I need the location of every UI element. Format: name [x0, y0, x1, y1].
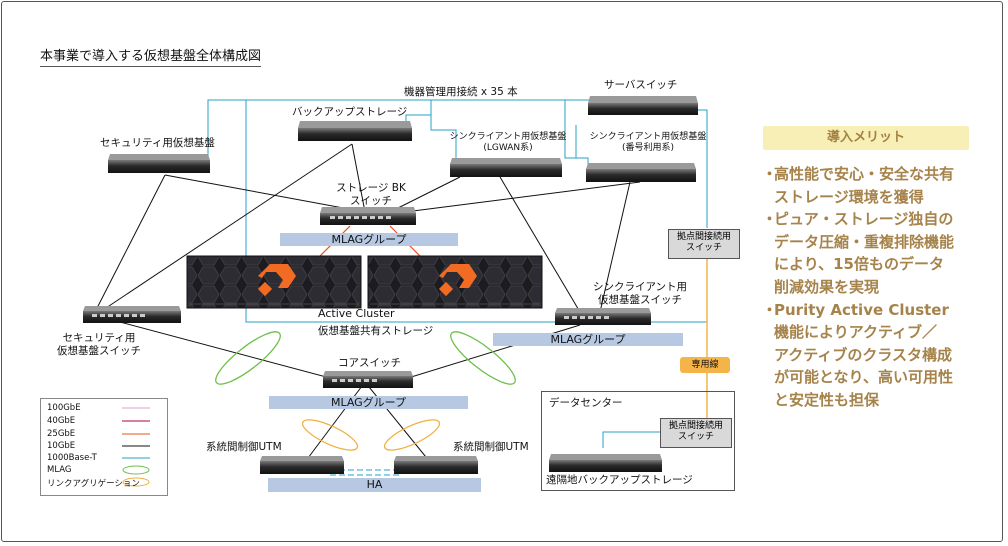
legend-mlag: MLAG [47, 465, 72, 475]
merit-line-text: ピュア・ストレージ独自の [774, 210, 954, 229]
merit-line-text: が可能となり、高い可用性 [774, 368, 953, 387]
mlag-band-thin: MLAGグループ [493, 333, 683, 346]
legend-10gbe: 10GbE [47, 441, 76, 451]
merit-line-text: ストレージ環境を獲得 [774, 187, 924, 206]
utm-left-label: 系統間制御UTM [206, 441, 282, 453]
merit-line-text: 高性能で安心・安全な共有 [774, 165, 955, 183]
shared-storage-label: 仮想基盤共有ストレージ [318, 325, 434, 337]
merit-line-text: データ圧縮・重複排除機能 [774, 232, 955, 251]
dedicated-line-label: 専用線 [680, 357, 730, 373]
device-thin-lgwan [450, 158, 562, 177]
legend-40gbe: 40GbE [47, 416, 76, 426]
thin-lgwan-label: シンクライアント用仮想基盤 (LGWAN系) [449, 132, 567, 154]
security-vm-label: セキュリティ用仮想基盤 [100, 137, 215, 149]
merit-line: と安定性も担保 [762, 389, 997, 412]
merit-line: が可能となり、高い可用性 [762, 366, 997, 389]
thin-number-label: シンクライアント用仮想基盤 (番号利用系) [589, 132, 707, 154]
datacenter-label: データセンター [549, 397, 623, 409]
device-backup-storage [298, 121, 412, 141]
device-utm-right [394, 456, 478, 474]
data-lines-10gbe [94, 143, 641, 463]
device-security-switch [83, 306, 181, 323]
site-switch-dc-box: 拠点間接続用 スイッチ [660, 418, 732, 448]
merit-line-text: と安定性も担保 [774, 390, 880, 409]
device-remote-backup [549, 454, 662, 472]
utm-right-label: 系統間制御UTM [453, 441, 529, 453]
device-server-switch [588, 96, 698, 115]
legend-swatches [122, 407, 150, 487]
device-core-switch [323, 371, 413, 388]
thin-switch-label: シンクライアント用 仮想基盤スイッチ [592, 281, 688, 307]
merit-line-text: により、15倍ものデータ [774, 255, 944, 274]
merit-line: ・高性能で安心・安全な共有 [762, 163, 997, 186]
device-thin-switch [555, 308, 651, 325]
mlag-band-storage: MLAGグループ [280, 233, 458, 246]
mgmt-label: 機器管理用接続 x 35 本 [404, 86, 518, 98]
merit-line-text: 削減効果を実現 [774, 277, 880, 296]
ha-band: HA [268, 478, 481, 492]
merit-line-text: アクティブのクラスタ構成 [774, 345, 953, 364]
merit-line-text: 機能によりアクティブ／ [774, 323, 938, 342]
merit-line: により、15倍ものデータ [762, 253, 997, 276]
device-security-vm [108, 154, 210, 173]
link-aggregation-ellipses [301, 419, 441, 451]
site-switch-box: 拠点間接続用 スイッチ [668, 229, 740, 259]
storage-array-right [367, 255, 543, 309]
core-switch-label: コアスイッチ [338, 357, 401, 369]
mlag-band-core: MLAGグループ [269, 396, 468, 409]
merit-line: 削減効果を実現 [762, 276, 997, 299]
merit-title: 導入メリット [763, 126, 969, 150]
server-switch-label: サーバスイッチ [604, 79, 678, 91]
legend-link-aggregation: リンクアグリゲーション [47, 479, 140, 489]
bullet-icon: ・ [762, 165, 778, 183]
remote-backup-label: 遠隔地バックアップストレージ [546, 474, 693, 486]
backup-storage-label: バックアップストレージ [292, 106, 408, 118]
device-thin-number [586, 163, 696, 182]
merit-line: ・Purity Active Cluster [762, 299, 997, 322]
security-switch-label: セキュリティ用 仮想基盤スイッチ [57, 332, 141, 358]
merit-line: データ圧縮・重複排除機能 [762, 231, 997, 254]
merit-line: ストレージ環境を獲得 [762, 186, 997, 209]
merit-line: 機能によりアクティブ／ [762, 321, 997, 344]
active-cluster-label: Active Cluster [318, 307, 395, 320]
legend: 100GbE 40GbE 25GbE 10GbE 1000Base-T MLAG… [40, 398, 168, 496]
storage-bk-switch-label: ストレージ BK スイッチ [336, 182, 406, 208]
legend-100gbe: 100GbE [47, 403, 81, 413]
device-storage-bk-switch [320, 207, 416, 225]
legend-25gbe: 25GbE [47, 429, 76, 439]
bullet-icon: ・ [762, 210, 778, 229]
mlag-ellipses [215, 331, 516, 385]
merit-list: ・高性能で安心・安全な共有ストレージ環境を獲得・ピュア・ストレージ独自のデータ圧… [762, 163, 997, 412]
device-utm-left [260, 456, 344, 474]
diagram-title: 本事業で導入する仮想基盤全体構成図 [40, 45, 262, 67]
legend-1000base-t: 1000Base-T [47, 453, 97, 463]
bullet-icon: ・ [762, 300, 778, 319]
merit-line-text: Purity Active Cluster [774, 300, 949, 319]
datacenter-box [541, 391, 735, 491]
merit-line: ・ピュア・ストレージ独自の [762, 208, 997, 231]
merit-line: アクティブのクラスタ構成 [762, 344, 997, 367]
storage-array-left [186, 255, 362, 309]
